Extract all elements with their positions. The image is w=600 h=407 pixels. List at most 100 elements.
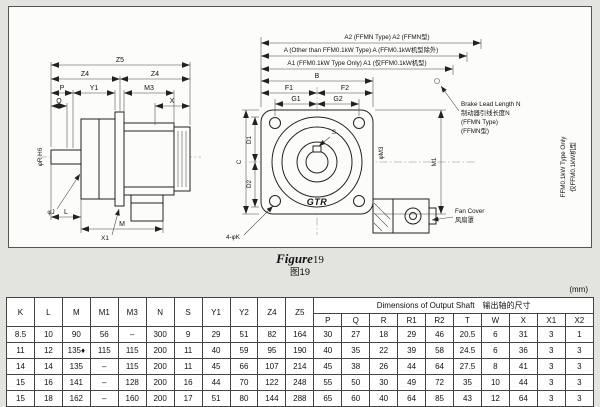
table-cell: 11 xyxy=(173,342,203,359)
col-header-p: P xyxy=(313,313,343,327)
dim-label-m1: M1 xyxy=(431,157,438,166)
table-cell: 35 xyxy=(453,374,482,391)
table-cell: 1 xyxy=(564,326,595,343)
spigot-circle xyxy=(281,126,353,198)
table-cell: 20.5 xyxy=(453,326,482,343)
col-header-m: M xyxy=(61,297,91,327)
table-cell: 58 xyxy=(425,342,454,359)
drawing-frame: Z5 Z4 Z4 P Y1 M3 Q X L M φR H6 φJ X1 GTR xyxy=(8,6,592,248)
table-cell: 144 xyxy=(257,390,287,407)
table-cell: 122 xyxy=(257,374,287,391)
table-cell: – xyxy=(89,358,119,375)
table-cell: 40 xyxy=(313,342,343,359)
table-cell: 82 xyxy=(257,326,287,343)
table-cell: 16 xyxy=(33,374,63,391)
figure-number: 19 xyxy=(312,254,324,266)
table-cell: 16 xyxy=(173,374,203,391)
table-cell: 3 xyxy=(564,390,595,407)
keyway xyxy=(312,145,322,153)
brake-note-leader xyxy=(440,85,460,112)
figure-caption: Figure19 图19 xyxy=(0,250,600,279)
table-cell: 3 xyxy=(564,374,595,391)
table-cell: 60 xyxy=(341,390,371,407)
table-header-row-1: K L M M1 M3 N S Y1 Y2 Z4 Z5 Dimensions o… xyxy=(6,297,594,327)
dim-label-d1: D1 xyxy=(246,135,253,144)
dim-label-f1: F1 xyxy=(285,85,293,92)
table-cell: 40 xyxy=(369,390,399,407)
mounting-hole xyxy=(269,117,281,129)
table-cell: 18 xyxy=(33,390,63,407)
table-cell: 3 xyxy=(536,342,566,359)
table-cell: 11 xyxy=(173,358,203,375)
col-header-x: X xyxy=(508,313,538,327)
col-header-m3: M3 xyxy=(117,297,147,327)
table-cell: 50 xyxy=(341,374,371,391)
table-cell: 14 xyxy=(6,358,35,375)
fan-cover-ribs xyxy=(177,131,187,187)
group-header-cn: 输出轴的尺寸 xyxy=(482,301,531,310)
table-cell: 29 xyxy=(201,326,231,343)
table-cell: 55 xyxy=(313,374,343,391)
col-header-k: K xyxy=(6,297,35,327)
table-cell: 200 xyxy=(145,374,175,391)
dim-label-y1: Y1 xyxy=(90,85,99,92)
dim-label-z5: Z5 xyxy=(116,57,124,64)
dim-label-d2: D2 xyxy=(246,179,253,188)
x1-leader xyxy=(111,208,120,236)
col-header-q: Q xyxy=(341,313,371,327)
figure-caption-line: Figure19 xyxy=(0,250,600,268)
dim-label-l: L xyxy=(64,209,68,216)
table-cell: 3 xyxy=(564,342,595,359)
table-cell: 43 xyxy=(453,390,482,407)
table-cell: 15 xyxy=(6,374,35,391)
dim-label-m: M xyxy=(119,221,125,228)
gland-stub xyxy=(428,207,437,225)
col-header-s: S xyxy=(173,297,203,327)
brake-lead-note: Brake Lead Length N 制动器引线长度N (FFMN Type)… xyxy=(440,85,521,135)
table-cell: 12 xyxy=(33,342,63,359)
table-cell: 6 xyxy=(480,326,510,343)
dim-label-m3: M3 xyxy=(144,85,154,92)
table-cell: – xyxy=(89,390,119,407)
table-cell: 214 xyxy=(285,358,315,375)
col-header-y1: Y1 xyxy=(201,297,231,327)
col-header-t: T xyxy=(453,313,482,327)
table-cell: 27.5 xyxy=(453,358,482,375)
ffm-note-cn: 仅FFM0.1kW机型 xyxy=(568,142,577,192)
table-cell: 8.5 xyxy=(6,326,35,343)
brake-note-line4: (FFMN型) xyxy=(461,126,489,135)
cable-gland-inner xyxy=(409,212,417,220)
note-a: A (Other than FFM0.1kW Type) A (FFM0.1kW… xyxy=(284,45,439,54)
table-cell: – xyxy=(117,326,147,343)
units-note: (mm) xyxy=(569,285,588,294)
gear-housing xyxy=(80,118,116,200)
table-cell: 135♦ xyxy=(61,342,91,359)
side-view: Z5 Z4 Z4 P Y1 M3 Q X L M φR H6 φJ X1 xyxy=(37,57,201,242)
table-cell: 38 xyxy=(341,358,371,375)
table-cell: 26 xyxy=(369,358,399,375)
label-four-phi-k: 4-φK xyxy=(226,234,241,241)
dim-label-x: X xyxy=(170,98,175,105)
table-cell: 288 xyxy=(285,390,315,407)
table-cell: 3 xyxy=(536,390,566,407)
table-cell: 107 xyxy=(257,358,287,375)
table-cell: 64 xyxy=(425,358,454,375)
table-cell: 95 xyxy=(257,342,287,359)
table-cell: 44 xyxy=(508,374,538,391)
table-cell: 200 xyxy=(145,358,175,375)
cable-gland-outer xyxy=(404,207,422,225)
table-cell: 11 xyxy=(6,342,35,359)
terminal-box xyxy=(130,194,164,222)
brake-note-line1: Brake Lead Length N xyxy=(461,101,521,108)
table-cell: 128 xyxy=(117,374,147,391)
fan-cover-leader xyxy=(431,216,454,222)
table-cell: 45 xyxy=(201,358,231,375)
col-header-w: W xyxy=(480,313,510,327)
table-cell: 30 xyxy=(313,326,343,343)
flange-edge xyxy=(114,111,125,207)
table-cell: 3 xyxy=(536,358,566,375)
group-header-en: Dimensions of Output Shaft xyxy=(376,301,475,310)
dimension-table-wrap: K L M M1 M3 N S Y1 Y2 Z4 Z5 Dimensions o… xyxy=(6,297,595,407)
dimension-lines xyxy=(51,62,190,232)
